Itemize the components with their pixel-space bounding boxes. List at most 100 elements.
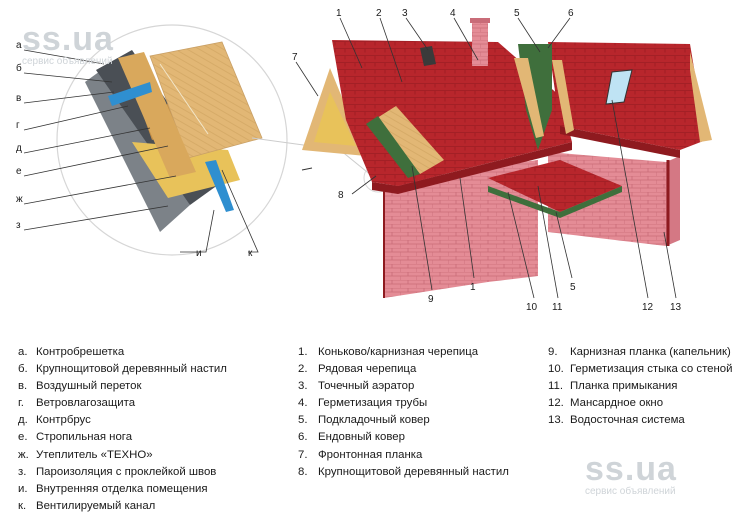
ventilation-channel-arrow (205, 160, 234, 212)
legend-text: Водосточная система (570, 414, 685, 427)
legend-text: Ендовный ковер (318, 431, 405, 444)
legend-parts-2: 9.Карнизная планка (капельник)10.Гермети… (548, 344, 732, 429)
legend-key: 8. (298, 465, 308, 478)
callout-11: 11 (552, 302, 563, 313)
legend-item: б.Крупнощитовой деревянный настил (18, 361, 227, 378)
callout-4: 4 (450, 8, 456, 19)
legend-key: к. (18, 499, 27, 512)
legend-key: 11. (548, 380, 563, 393)
legend-text: Карнизная планка (капельник) (570, 346, 731, 358)
cutaway-underlay (366, 116, 420, 178)
left-callouts: а б в г д е ж з и к (16, 40, 253, 259)
legend-item: 8. Крупнощитовой деревянный настил (298, 464, 509, 481)
deck-layer (149, 41, 263, 159)
legend-key: а. (18, 346, 28, 358)
legend-item: е. Стропильная нога (18, 429, 227, 446)
air-flow-arrow (108, 82, 152, 106)
watermark-top: ss.ua сервис объявлений (22, 22, 114, 68)
house-callouts: 1 2 3 4 5 6 7 8 9 1 10 11 5 12 13 (292, 8, 682, 313)
callout-z: з (16, 220, 21, 231)
porch-roof (488, 160, 622, 212)
legend-item: з.Пароизоляция с проклейкой швов (18, 464, 227, 481)
legend-text: Воздушный переток (36, 380, 142, 393)
left-leader-lines (23, 49, 259, 253)
legend-item: 10.Герметизация стыка со стеной (548, 361, 732, 378)
legend-key: 2. (298, 363, 308, 376)
callout-13: 13 (670, 302, 682, 313)
legend-item: 13.Водосточная система (548, 412, 732, 429)
gable-right (690, 52, 712, 142)
wall-front-left (384, 166, 488, 298)
callout-3: 3 (402, 8, 408, 19)
legend-item: 12.Мансардное окно (548, 395, 732, 412)
roof-layers-detail (56, 24, 288, 256)
legend-item: 1.Коньково/карнизная черепица (298, 344, 509, 361)
callout-12: 12 (642, 302, 654, 313)
legend-key: и. (18, 482, 28, 495)
house-leader-lines (295, 17, 677, 299)
callout-v: в (16, 93, 21, 104)
legend-item: 4.Герметизация трубы (298, 395, 509, 412)
legend-key: 7. (298, 448, 308, 461)
callout-b: б (16, 62, 22, 74)
callout-zh: ж (16, 194, 23, 205)
legend-text: Герметизация стыка со стеной (570, 363, 733, 376)
legend-text: Стропильная нога (36, 431, 133, 444)
counter-batten (118, 52, 196, 178)
callout-2: 2 (376, 8, 382, 19)
legend-item: 2. Рядовая черепица (298, 361, 509, 378)
legend-key: 6. (298, 431, 308, 444)
porch-underlay (488, 186, 622, 218)
callout-9: 9 (428, 294, 434, 305)
right-roof (548, 42, 706, 150)
valley-wood-2 (552, 60, 574, 134)
callout-8: 8 (338, 190, 344, 201)
legend-text: Рядовая черепица (318, 363, 417, 376)
legend-key: 1. (298, 346, 308, 358)
legend-item: ж.Утеплитель «ТЕХНО» (18, 447, 227, 464)
aerator (420, 46, 436, 66)
callout-g: г (16, 120, 20, 131)
legend-key: д. (18, 414, 28, 427)
legend-item: 11.Планка примыкания (548, 378, 732, 395)
legend-key: г. (18, 397, 24, 410)
callout-1: 1 (336, 8, 342, 19)
gable-left-insulation (314, 92, 356, 146)
legend-key: е. (18, 431, 28, 444)
callout-k: к (248, 248, 253, 259)
callout-a: а (16, 40, 22, 51)
house-illustration (301, 18, 712, 298)
legend-item: г.Ветровлагозащита (18, 395, 227, 412)
legend-key: ж. (18, 448, 29, 461)
legend-item: 7.Фронтонная планка (298, 447, 509, 464)
legend-key: б. (18, 363, 28, 376)
watermark-top-brand: ss.ua (22, 20, 114, 58)
callout-5: 5 (514, 8, 520, 19)
watermark-bottom: ss.ua сервис объявлений (585, 452, 677, 498)
legend-text: Подкладочный ковер (318, 414, 430, 427)
legend-key: в. (18, 380, 28, 393)
legend-item: к.Вентилируемый канал (18, 498, 227, 515)
legend-key: 5. (298, 414, 308, 427)
legend-key: 12. (548, 397, 564, 410)
legend-item: в. Воздушный переток (18, 378, 227, 395)
legend-text: Крупнощитовой деревянный настил (318, 465, 509, 478)
callout-i: и (196, 248, 202, 259)
callout-7: 7 (292, 52, 298, 63)
cutaway-deck (374, 106, 444, 174)
legend-item: 9.Карнизная планка (капельник) (548, 344, 732, 361)
legend-text: Контрбрус (36, 414, 91, 427)
watermark-bottom-tagline: сервис объявлений (585, 486, 676, 497)
chimney (472, 22, 488, 66)
legend-item: 6. Ендовный ковер (298, 429, 509, 446)
skylight (605, 69, 633, 105)
legend-text: Герметизация трубы (318, 397, 428, 410)
main-roof-eave (372, 142, 572, 194)
legend-text: Внутренняя отделка помещения (36, 482, 208, 495)
legend-key: з. (18, 465, 27, 478)
watermark-bottom-brand: ss.ua (585, 450, 677, 488)
legend-item: и. Внутренняя отделка помещения (18, 481, 227, 498)
legend-parts-1: 1.Коньково/карнизная черепица 2. Рядовая ч… (298, 344, 509, 481)
legend-item: 5. Подкладочный ковер (298, 412, 509, 429)
callout-5-bottom: 5 (570, 282, 576, 293)
